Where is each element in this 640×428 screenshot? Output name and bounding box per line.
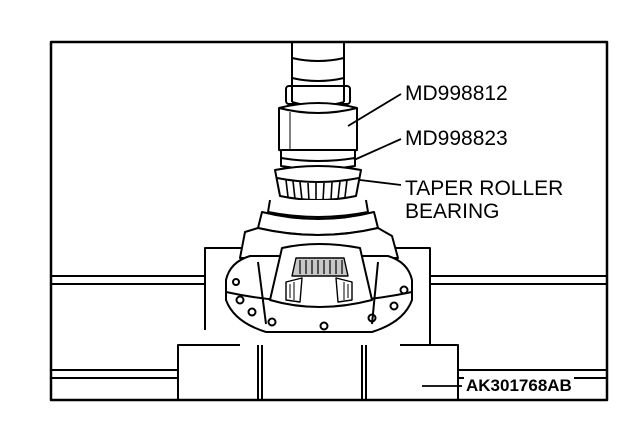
differential-case [225, 199, 413, 333]
taper-roller-bearing [274, 165, 362, 202]
callout-line-2: BEARING [405, 200, 500, 223]
callout-md998812: MD998812 [403, 82, 510, 105]
press-ram-shaft [285, 42, 351, 107]
figure-frame [49, 40, 609, 402]
callout-taper-roller-bearing: TAPER ROLLER BEARING [403, 177, 566, 223]
leader-lines [347, 93, 462, 387]
installer-tool-upper [278, 102, 358, 155]
callout-line-1: TAPER ROLLER [405, 177, 564, 200]
figure-id-code: AK301768AB [464, 376, 574, 396]
callout-md998823: MD998823 [403, 127, 510, 150]
